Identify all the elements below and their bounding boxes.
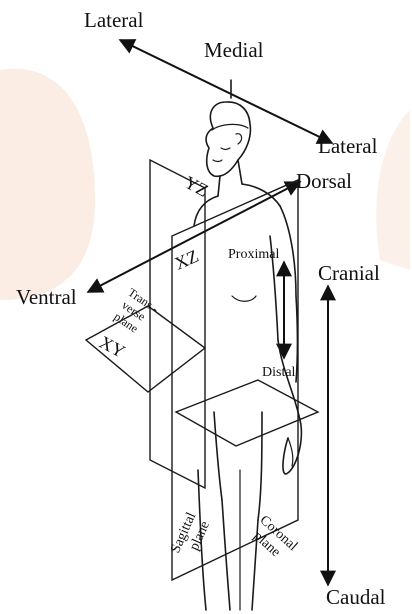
transverse-plane-front [176, 380, 318, 446]
label-medial: Medial [204, 38, 264, 62]
label-cranial: Cranial [318, 261, 380, 285]
label-yz: YZ [181, 172, 212, 201]
sagittal-plane-label: Sagittal plane [168, 510, 214, 562]
ventral-dorsal-axis [88, 182, 300, 292]
yz-plane [150, 160, 205, 488]
label-ventral: Ventral [16, 285, 77, 309]
label-lateral-top: Lateral [84, 8, 144, 32]
transverse-plane-label: Trans - verse plane [110, 285, 162, 339]
label-caudal: Caudal [326, 585, 386, 609]
label-lateral-right: Lateral [318, 134, 378, 158]
label-xz: XZ [171, 246, 201, 274]
label-dorsal: Dorsal [296, 169, 352, 193]
coronal-plane-label: Coronal plane [246, 513, 300, 566]
label-distal: Distal [262, 365, 296, 380]
label-xy: XY [96, 332, 128, 362]
label-proximal: Proximal [228, 247, 279, 262]
